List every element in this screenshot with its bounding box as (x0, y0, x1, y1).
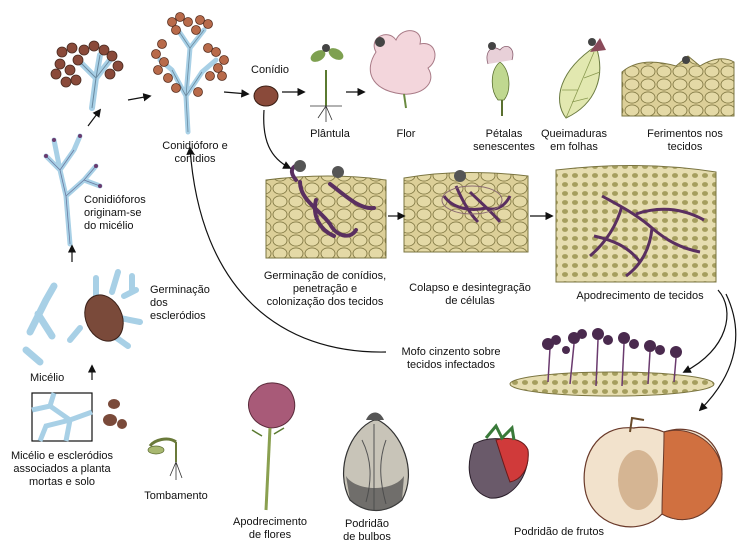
label-sclerotia-germination: Germinação dos escleródios (150, 284, 230, 323)
label-conidiophores-originate: Conidióforos originam-se do micélio (84, 194, 164, 233)
label-damping-off: Tombamento (138, 490, 214, 503)
flower-carnation (370, 31, 435, 108)
label-flower: Flor (386, 128, 426, 141)
leaf-burn (559, 38, 606, 118)
label-mycelium: Micélio (30, 372, 80, 385)
gray-mold (510, 328, 714, 396)
label-flower-rot: Apodrecimento de flores (220, 516, 320, 542)
tissue-collapse (404, 170, 528, 252)
seedling (309, 44, 346, 122)
mycelium-box (32, 393, 127, 441)
wounded-tissue (622, 56, 734, 116)
senescent-petals (487, 42, 513, 116)
apple (584, 418, 722, 527)
mycelium-hyphae (26, 286, 54, 362)
rotten-flower (248, 383, 294, 510)
strawberry (469, 426, 528, 498)
label-bulb-rot: Podridão de bulbos (332, 518, 402, 544)
label-wounds: Ferimentos nos tecidos (640, 128, 730, 154)
label-leaf-burn: Queimaduras em folhas (536, 128, 612, 154)
label-seedling: Plântula (300, 128, 360, 141)
label-conidia-germination: Germinação de conídios, penetração e col… (250, 270, 400, 309)
label-conidiophore-conidia: Conidióforo e conídios (150, 140, 240, 166)
conidiophore-large (152, 13, 229, 133)
label-gray-mold: Mofo cinzento sobre tecidos infectados (388, 346, 514, 372)
label-mycelium-sclerotia: Micélio e escleródios associados a plant… (0, 450, 124, 489)
conidiophore-small (51, 41, 123, 108)
tissue-germination (266, 160, 386, 258)
label-senescent-petals: Pétalas senescentes (466, 128, 542, 154)
germinating-sclerotium (70, 272, 140, 347)
label-conidium: Conídio (240, 64, 300, 77)
tissue-rot (556, 165, 716, 282)
damping-off-seedling (148, 439, 182, 480)
bulb-rot (344, 413, 409, 511)
conidium (254, 86, 278, 106)
label-collapse: Colapso e desintegração de células (400, 282, 540, 308)
label-tissue-rot: Apodrecimento de tecidos (560, 290, 720, 303)
label-fruit-rot: Podridão de frutos (494, 526, 624, 539)
